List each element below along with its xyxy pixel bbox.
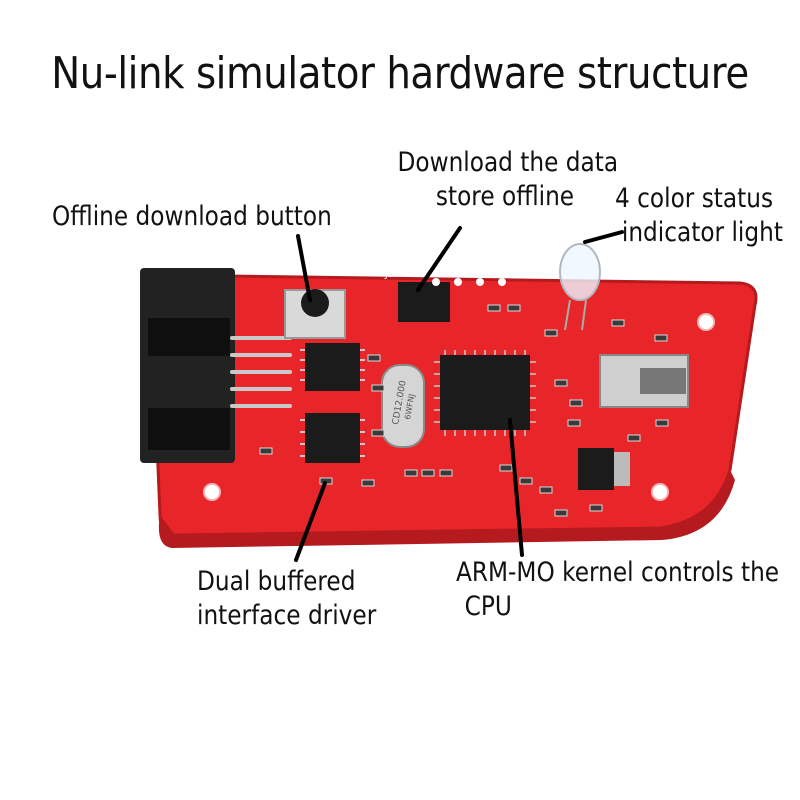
led-leg	[581, 299, 587, 331]
callout-status-light	[583, 230, 624, 244]
buffer-chip-2	[305, 413, 360, 463]
label-arm-cpu-line2: CPU	[464, 591, 512, 622]
connector-slot	[148, 408, 230, 450]
led-leg	[564, 299, 571, 331]
pcb-edge	[158, 470, 735, 548]
label-dual-buffer-line2: interface driver	[197, 600, 377, 631]
label-download-data-line1: Download the data	[397, 147, 619, 178]
smd-components	[259, 304, 669, 517]
label-dual-buffer: Dual buffered interface driver	[197, 565, 376, 633]
regulator-tab	[614, 452, 630, 486]
callout-buffer	[294, 481, 327, 562]
buffer-chip-1	[305, 343, 360, 391]
callout-offline-button	[296, 234, 312, 302]
connector-slot	[148, 318, 230, 356]
mounting-hole	[203, 483, 221, 501]
label-status-light-line2: indicator light	[621, 217, 783, 248]
flash-chip	[398, 282, 450, 322]
mounting-hole	[697, 313, 715, 331]
callout-lines	[294, 226, 624, 562]
label-offline-download-button: Offline download button	[52, 201, 332, 232]
callout-arm-cpu	[508, 418, 524, 557]
voltage-regulator	[578, 448, 614, 490]
label-status-light-line1: 4 color status	[615, 183, 774, 214]
label-arm-cpu-line1: ARM-MO kernel controls the	[456, 557, 780, 588]
status-led	[559, 243, 601, 301]
connector-pins	[230, 336, 292, 408]
label-arm-cpu: ARM-MO kernel controls the CPU	[456, 556, 779, 624]
j3-pads	[432, 278, 506, 286]
cpu-pins	[434, 350, 536, 436]
buffer-chip-pins	[300, 349, 365, 457]
mini-usb-opening	[640, 368, 686, 394]
j3-silkscreen: J3	[384, 269, 394, 280]
label-status-light: 4 color status indicator light	[615, 182, 783, 250]
callout-download-data	[416, 226, 462, 292]
label-download-data-line2: store offline	[435, 181, 575, 212]
arm-cpu-chip	[440, 355, 530, 430]
offline-button-cap	[301, 289, 329, 317]
label-dual-buffer-line1: Dual buffered	[197, 566, 356, 597]
mounting-hole	[651, 483, 669, 501]
crystal-sub-marking: 6WFNJ	[403, 393, 416, 420]
page-title: Nu-link simulator hardware structure	[51, 48, 749, 99]
label-download-data: Download the data store offline	[397, 146, 619, 214]
crystal-oscillator	[381, 364, 425, 448]
